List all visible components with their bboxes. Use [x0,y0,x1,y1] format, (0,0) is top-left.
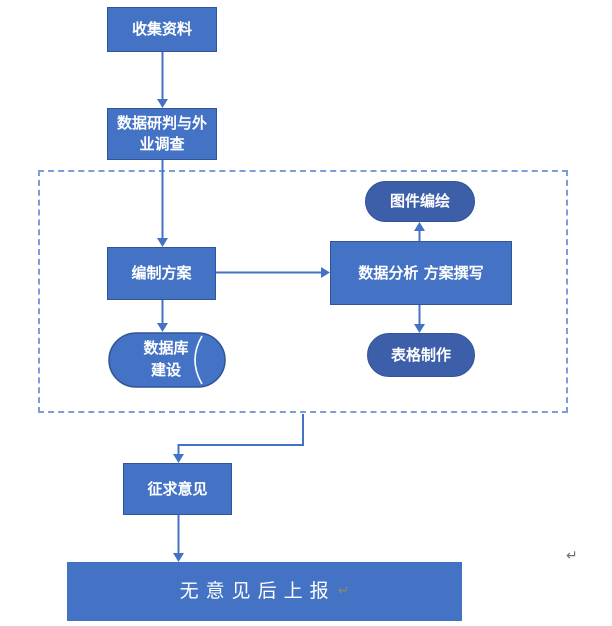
paragraph-mark: ↵ [566,548,578,564]
node-collect-data[interactable]: 收集资料 [107,7,217,52]
node-map-drawing-label: 图件编绘 [389,192,450,210]
connector-consult-to-report [173,515,184,562]
node-solicit-opinions-label: 征求意见 [147,479,208,498]
arrowhead-down-icon [173,454,184,463]
node-table-making[interactable]: 表格制作 [367,333,475,377]
connector-analysis-to-table [414,305,425,333]
arrowhead-down-icon [157,238,168,247]
cylinder-seam [194,335,203,385]
arrowhead-down-icon [157,99,168,108]
node-compile-plan-label: 编制方案 [131,264,192,282]
arrowhead-down-icon [157,323,168,332]
node-data-analysis-label: 数据分析 方案撰写 [358,263,484,282]
node-collect-data-label: 收集资料 [131,20,192,38]
node-report-after-no-objection[interactable]: 无意见后上报↵ [67,562,462,621]
node-solicit-opinions[interactable]: 征求意见 [123,463,232,515]
connector-plan-to-analysis [216,267,330,278]
node-data-survey[interactable]: 数据研判与外业调查 [107,108,217,160]
node-compile-plan[interactable]: 编制方案 [107,247,216,300]
connector-group-to-consult [173,414,304,463]
arrowhead-down-icon [173,553,184,562]
connector-plan-to-database [157,300,168,332]
return-mark: ↵ [337,582,350,599]
connector-survey-to-plan [157,160,168,247]
node-data-survey-label: 数据研判与外业调查 [116,114,207,153]
node-map-drawing[interactable]: 图件编绘 [365,181,475,222]
arrowhead-down-icon [414,324,425,333]
cylinder-body [108,332,226,388]
node-data-analysis[interactable]: 数据分析 方案撰写 [330,241,512,305]
node-table-making-label: 表格制作 [390,345,451,364]
node-database-cylinder[interactable]: 数据库建设 [108,332,226,388]
arrowhead-right-icon [321,267,330,278]
node-database-label: 数据库建设 [143,339,189,379]
cylinder-shape [108,332,226,388]
connector-collect-to-survey [157,52,168,108]
connector-analysis-to-map [414,222,425,241]
node-report-label: 无意见后上报 [179,580,336,603]
dashed-group-box [38,170,568,413]
arrowhead-up-icon [414,222,425,231]
